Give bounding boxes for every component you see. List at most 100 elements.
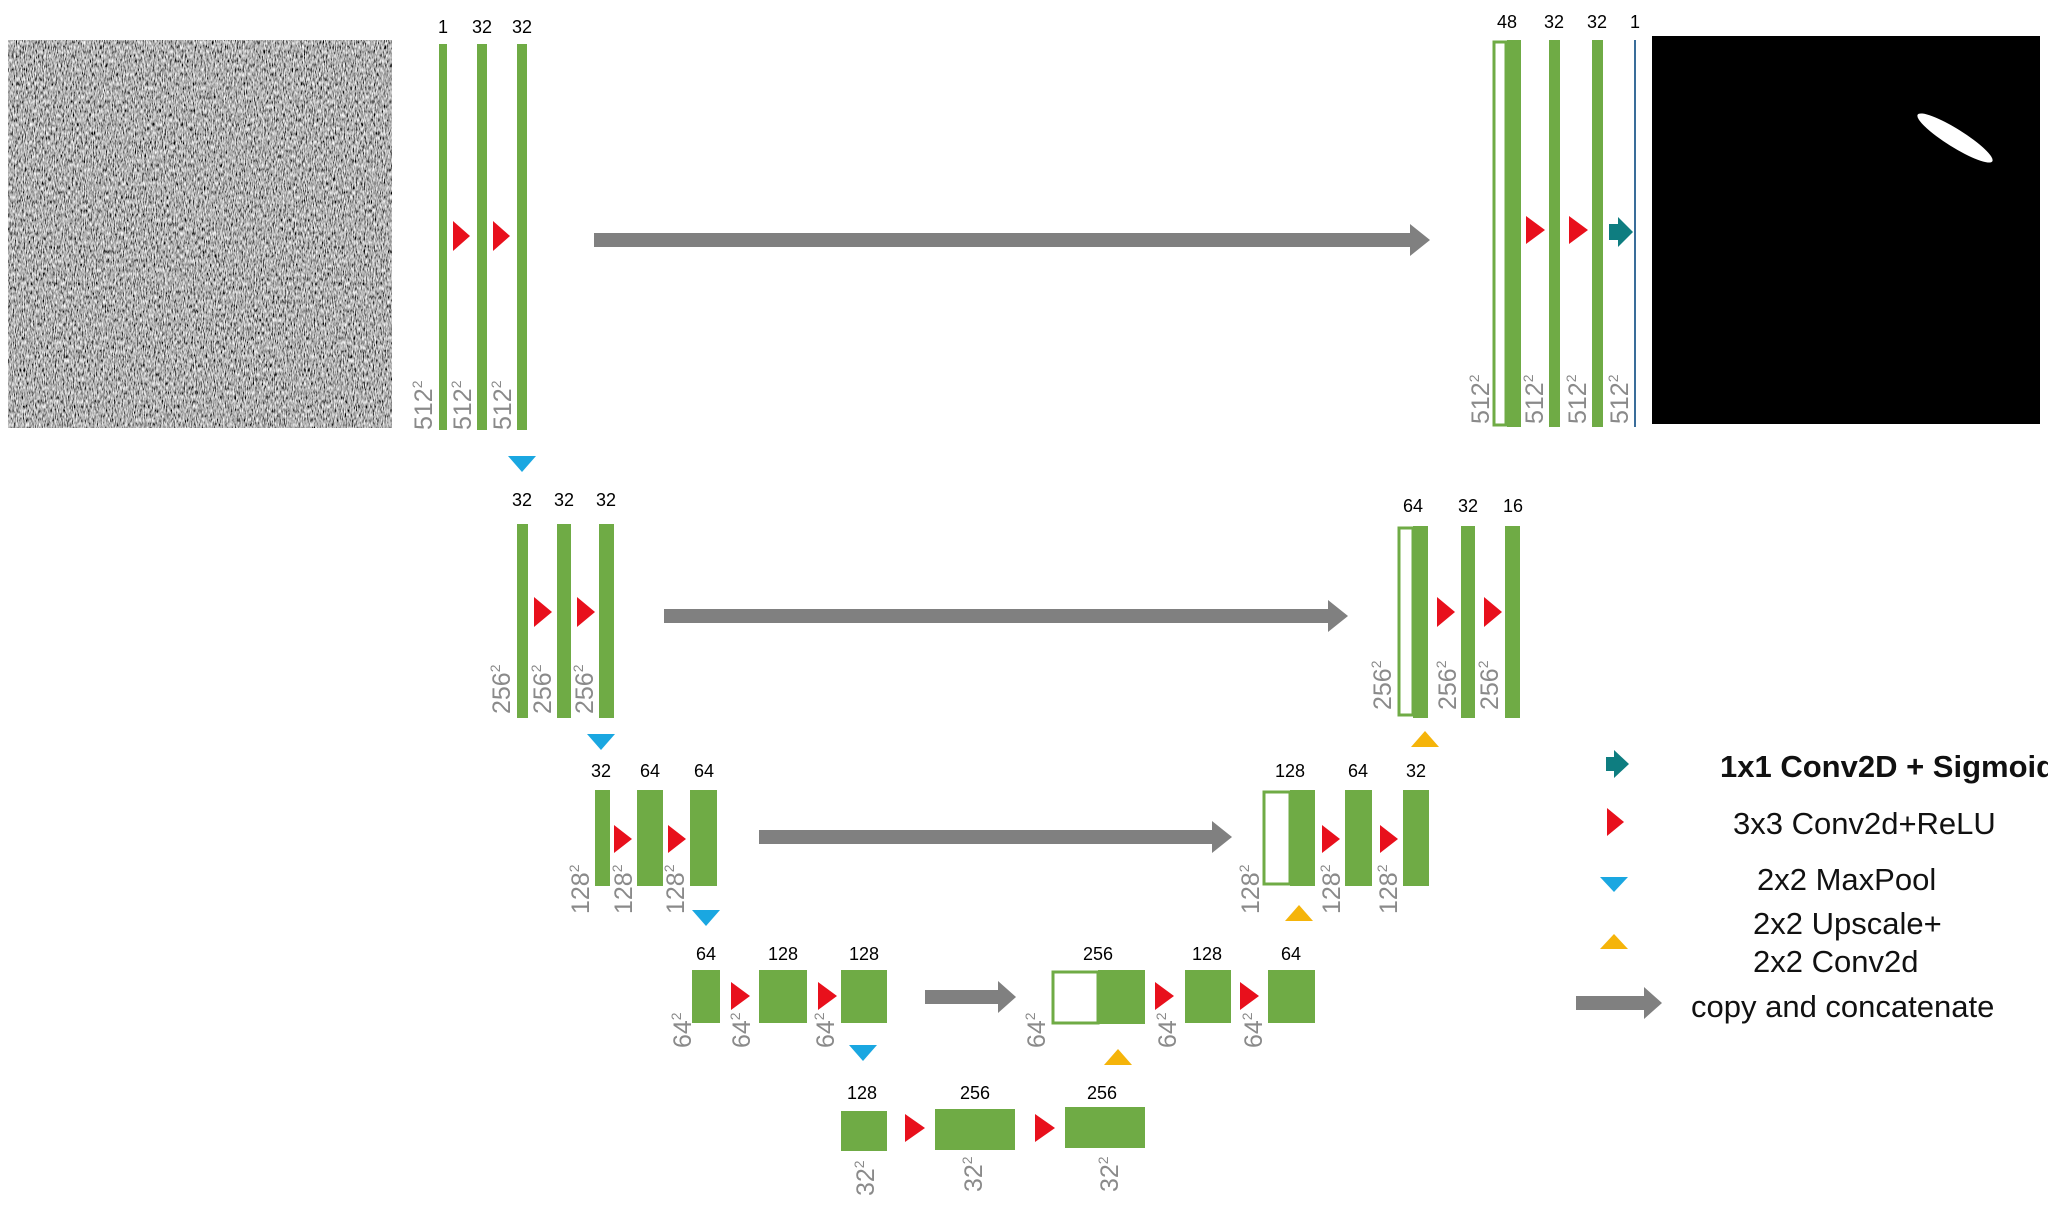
dim-label: 5122 bbox=[1466, 374, 1495, 424]
channel-label: 128 bbox=[1192, 944, 1222, 964]
feature-block bbox=[439, 44, 447, 430]
maxpool-arrow-icon bbox=[508, 456, 536, 472]
channel-label: 256 bbox=[960, 1083, 990, 1103]
conv-relu-arrow-icon bbox=[1526, 216, 1545, 244]
dim-label: 2562 bbox=[528, 664, 557, 714]
conv-relu-arrow-icon bbox=[818, 982, 837, 1010]
feature-block bbox=[637, 790, 663, 886]
channel-label: 48 bbox=[1497, 12, 1517, 32]
conv-relu-arrow-icon bbox=[905, 1114, 925, 1142]
conv-relu-arrow-icon bbox=[534, 597, 552, 627]
channel-label: 32 bbox=[591, 761, 611, 781]
feature-block bbox=[557, 524, 571, 718]
channel-label: 32 bbox=[1544, 12, 1564, 32]
dim-label: 5122 bbox=[409, 380, 438, 430]
channel-label: 16 bbox=[1503, 496, 1523, 516]
conv-relu-arrow-icon bbox=[614, 825, 632, 853]
maxpool-arrow-icon bbox=[587, 734, 615, 750]
channel-label: 32 bbox=[1587, 12, 1607, 32]
channel-label: 64 bbox=[640, 761, 660, 781]
conv-relu-arrow-icon bbox=[1484, 597, 1502, 627]
feature-block bbox=[1185, 970, 1231, 1023]
channel-label: 128 bbox=[849, 944, 879, 964]
dim-label: 2562 bbox=[487, 664, 516, 714]
decoder-level-2: 64 32 16 2562 2562 2562 bbox=[1368, 496, 1523, 747]
dim-label: 322 bbox=[851, 1160, 880, 1196]
dim-label: 642 bbox=[727, 1012, 756, 1048]
concat-block bbox=[1397, 526, 1415, 717]
upscale-arrow-icon bbox=[1411, 731, 1439, 747]
channel-label: 256 bbox=[1083, 944, 1113, 964]
maxpool-arrow-icon bbox=[692, 910, 720, 926]
dim-label: 5122 bbox=[1605, 374, 1634, 424]
feature-block bbox=[1345, 790, 1372, 886]
dim-label: 2562 bbox=[1433, 660, 1462, 710]
dim-label: 322 bbox=[1095, 1156, 1124, 1192]
dim-label: 2562 bbox=[1475, 660, 1504, 710]
channel-label: 64 bbox=[696, 944, 716, 964]
legend-conv-icon bbox=[1607, 808, 1624, 836]
conv-relu-arrow-icon bbox=[1240, 982, 1259, 1010]
dim-label: 642 bbox=[1153, 1012, 1182, 1048]
feature-block bbox=[1065, 1107, 1145, 1148]
copy-arrow-icon bbox=[925, 981, 1016, 1013]
input-image bbox=[8, 40, 392, 428]
dim-label: 1282 bbox=[609, 864, 638, 914]
copy-arrow-icon bbox=[664, 600, 1348, 632]
output-layer-line bbox=[1634, 40, 1636, 427]
conv-relu-arrow-icon bbox=[1380, 825, 1398, 853]
channel-label: 64 bbox=[1348, 761, 1368, 781]
channel-label: 32 bbox=[512, 490, 532, 510]
upscale-arrow-icon bbox=[1285, 905, 1313, 921]
dim-label: 322 bbox=[959, 1156, 988, 1192]
encoder-level-3: 32 64 64 1282 1282 1282 bbox=[566, 761, 720, 926]
channel-label: 32 bbox=[554, 490, 574, 510]
feature-block bbox=[759, 970, 807, 1023]
dim-label: 1282 bbox=[566, 864, 595, 914]
legend-pool-label: 2x2 MaxPool bbox=[1757, 862, 1936, 897]
bottleneck: 128 256 256 322 322 322 bbox=[841, 1083, 1145, 1196]
dim-label: 642 bbox=[1022, 1012, 1051, 1048]
dim-label: 1282 bbox=[661, 864, 690, 914]
dim-label: 5122 bbox=[1563, 374, 1592, 424]
conv-relu-arrow-icon bbox=[493, 221, 510, 251]
encoder-level-2: 32 32 32 2562 2562 2562 bbox=[487, 490, 616, 750]
legend-sigmoid-label: 1x1 Conv2D + Sigmoid bbox=[1720, 749, 2048, 784]
channel-label: 128 bbox=[847, 1083, 877, 1103]
copy-arrow-icon bbox=[594, 224, 1430, 256]
concat-block bbox=[1262, 790, 1292, 886]
channel-label: 256 bbox=[1087, 1083, 1117, 1103]
dim-label: 5122 bbox=[488, 380, 517, 430]
concat-block bbox=[1492, 40, 1508, 427]
feature-block bbox=[477, 44, 487, 430]
feature-block bbox=[1592, 40, 1603, 427]
encoder-level-4: 64 128 128 642 642 642 bbox=[668, 944, 887, 1061]
channel-label: 128 bbox=[768, 944, 798, 964]
sigmoid-arrow-icon bbox=[1609, 217, 1633, 247]
channel-label: 32 bbox=[596, 490, 616, 510]
skip-connections bbox=[594, 224, 1430, 1013]
channel-label: 32 bbox=[472, 17, 492, 37]
feature-block bbox=[692, 970, 720, 1023]
conv-relu-arrow-icon bbox=[453, 221, 470, 251]
output-mask-image bbox=[1652, 36, 2040, 424]
decoder-level-1: 48 32 32 1 5122 5122 5122 5122 bbox=[1466, 12, 1640, 427]
dim-label: 1282 bbox=[1236, 864, 1265, 914]
feature-block bbox=[517, 524, 528, 718]
feature-block bbox=[841, 970, 887, 1023]
feature-block bbox=[1403, 790, 1429, 886]
channel-label: 1 bbox=[1630, 12, 1640, 32]
channel-label: 64 bbox=[1403, 496, 1423, 516]
feature-block bbox=[1507, 40, 1521, 427]
feature-block bbox=[599, 524, 614, 718]
upscale-arrow-icon bbox=[1104, 1049, 1132, 1065]
conv-relu-arrow-icon bbox=[577, 597, 595, 627]
dim-label: 642 bbox=[811, 1012, 840, 1048]
dim-label: 2562 bbox=[570, 664, 599, 714]
conv-relu-arrow-icon bbox=[1569, 216, 1588, 244]
feature-block bbox=[1413, 526, 1428, 718]
legend-upscale-label-1: 2x2 Upscale+ bbox=[1753, 906, 1942, 941]
conv-relu-arrow-icon bbox=[1035, 1114, 1055, 1142]
dim-label: 1282 bbox=[1374, 864, 1403, 914]
